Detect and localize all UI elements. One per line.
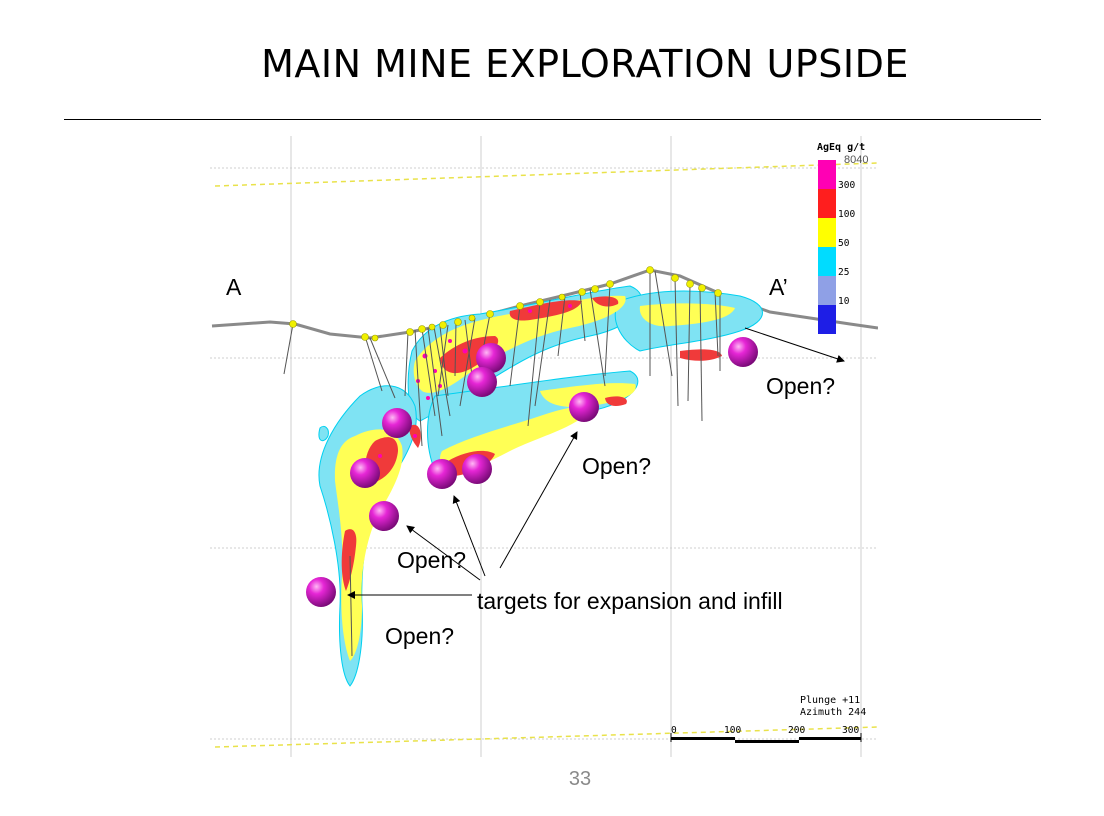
target-sphere (476, 343, 506, 373)
target-sphere (569, 392, 599, 422)
legend-swatch (818, 276, 836, 305)
target-sphere (427, 459, 457, 489)
legend-swatch (818, 247, 836, 276)
section-start-label: A (226, 274, 242, 300)
section-end-label: A’ (769, 274, 788, 300)
scale-tick: 0 (671, 725, 677, 736)
legend-max-value: 8040 (844, 154, 869, 166)
grid-lines (210, 136, 878, 757)
legend-swatch (818, 305, 836, 334)
legend-title: AgEq g/t (817, 142, 866, 153)
legend-tick: 10 (838, 296, 850, 307)
target-sphere (728, 337, 758, 367)
azimuth-label: Azimuth 244 (800, 707, 867, 718)
legend-tick: 100 (838, 209, 856, 220)
page-number: 33 (568, 768, 592, 790)
target-sphere (350, 458, 380, 488)
cross-section-canvas (210, 136, 878, 757)
boundary-lines (214, 162, 878, 748)
legend-tick: 25 (838, 267, 850, 278)
topography-line (211, 268, 878, 340)
scale-bar (670, 733, 862, 743)
legend-swatch (818, 189, 836, 218)
plunge-label: Plunge +11 (800, 695, 861, 706)
scale-tick: 100 (724, 725, 742, 736)
open-label-middle: Open? (582, 453, 652, 479)
open-label-right: Open? (766, 373, 836, 399)
scale-tick: 300 (842, 725, 860, 736)
target-sphere (382, 408, 412, 438)
scale-tick: 200 (788, 725, 806, 736)
open-label-lower-left: Open? (397, 547, 467, 573)
drill-collars (289, 266, 722, 342)
target-spheres (306, 337, 758, 607)
legend-swatch (818, 218, 836, 247)
target-sphere (369, 501, 399, 531)
annotation-arrows (347, 327, 845, 599)
target-sphere (467, 367, 497, 397)
target-sphere (462, 454, 492, 484)
legend-color-bar (818, 160, 836, 334)
open-label-bottom: Open? (385, 623, 455, 649)
slide-title: MAIN MINE EXPLORATION UPSIDE (261, 42, 909, 86)
cross-section-figure (210, 136, 878, 757)
target-sphere (306, 577, 336, 607)
legend-tick: 50 (838, 238, 850, 249)
legend-swatch (818, 160, 836, 189)
targets-label: targets for expansion and infill (477, 588, 783, 614)
legend-tick: 300 (838, 180, 856, 191)
title-divider (64, 119, 1041, 120)
